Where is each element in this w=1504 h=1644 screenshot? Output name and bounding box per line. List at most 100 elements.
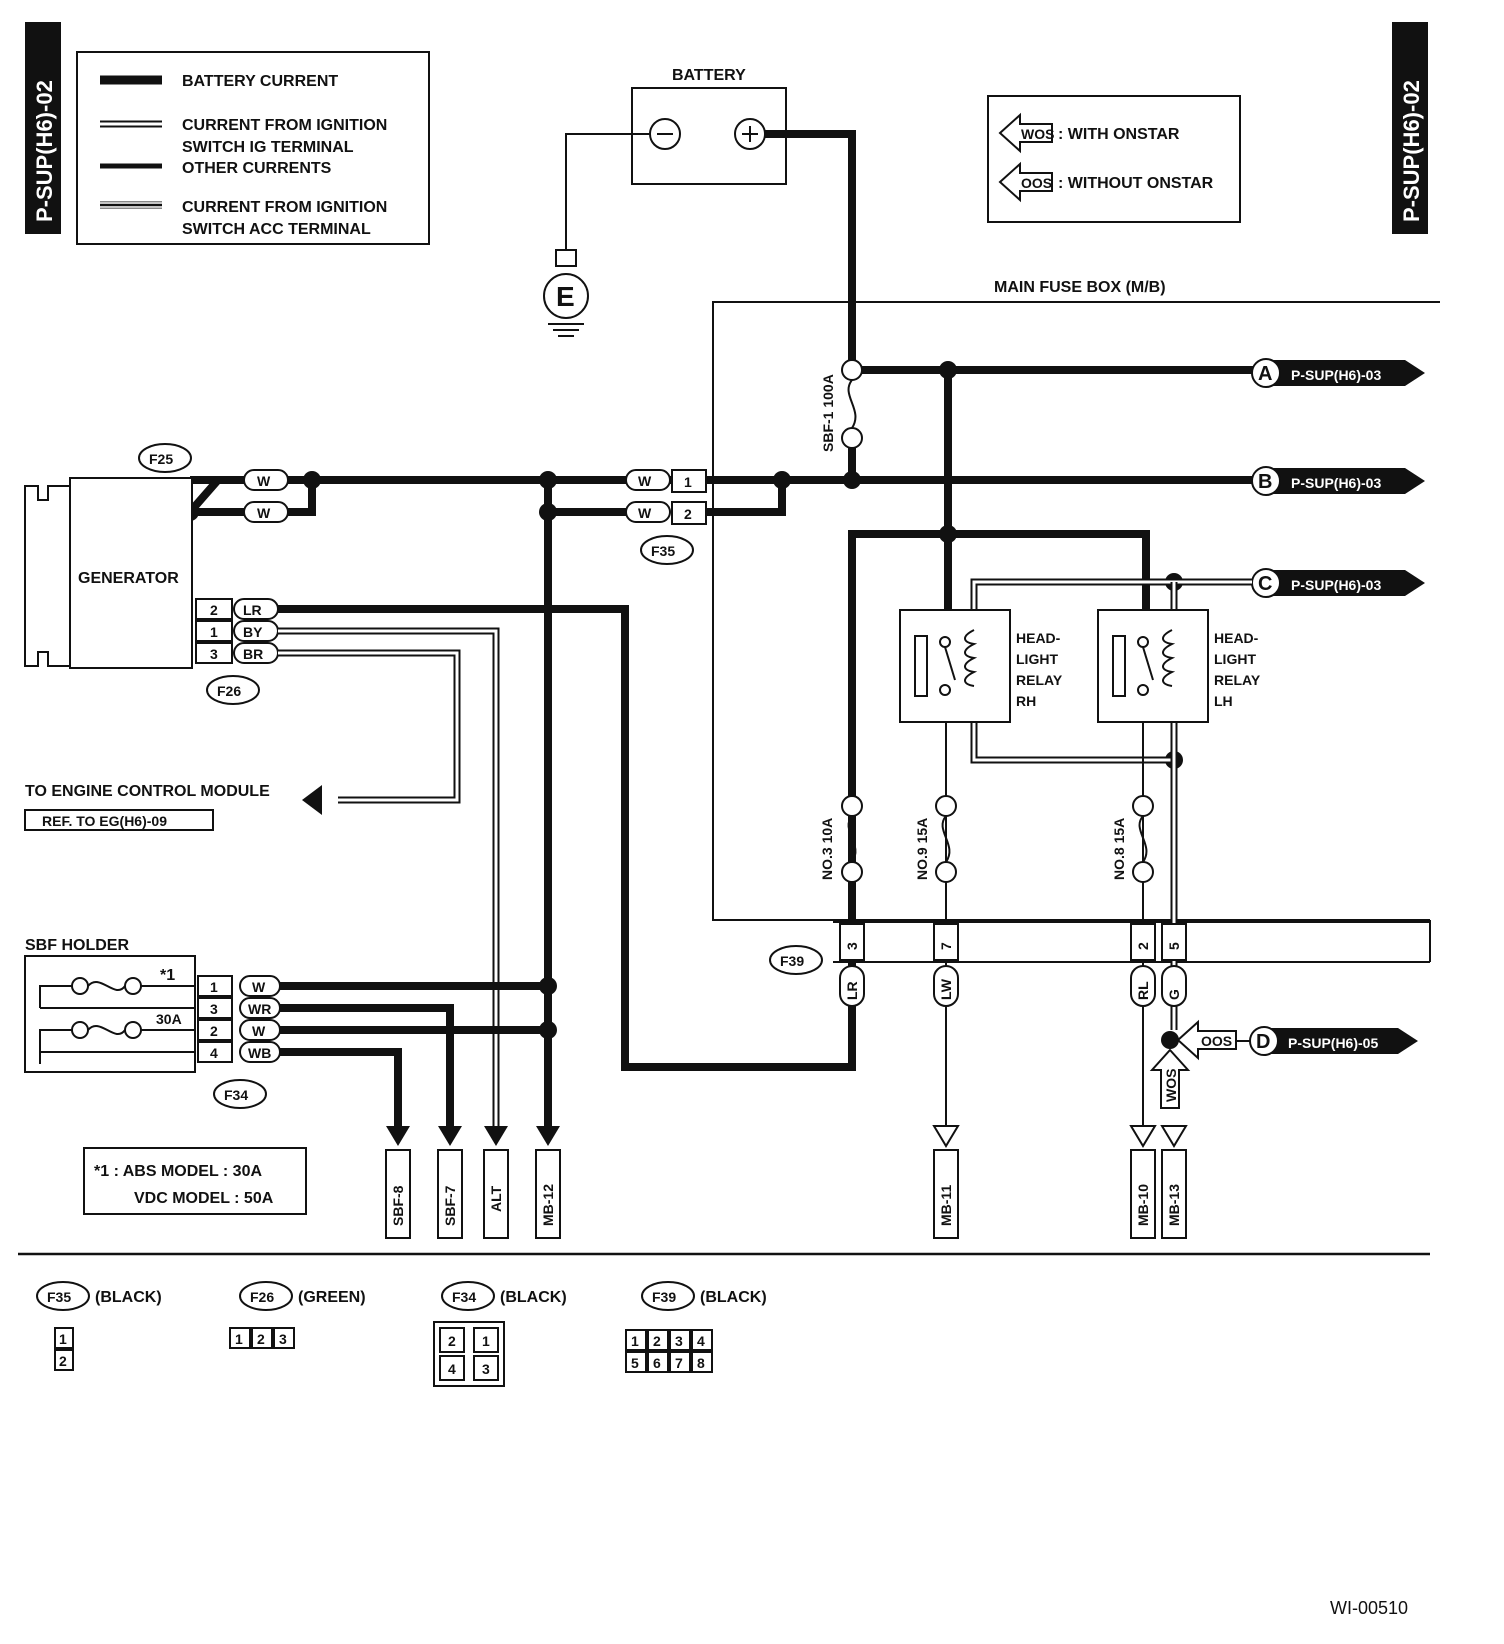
connector-legend-f39: F39 (BLACK) 1 2 3 4 5 6 7 8 bbox=[625, 1281, 767, 1373]
svg-text:W: W bbox=[638, 505, 652, 521]
svg-text:2: 2 bbox=[59, 1353, 67, 1369]
svg-text:WOS: WOS bbox=[1163, 1069, 1179, 1102]
svg-text:HEAD-: HEAD- bbox=[1016, 630, 1061, 646]
terminal-mb10: MB-10 bbox=[1130, 1149, 1156, 1239]
svg-text:1: 1 bbox=[210, 979, 218, 995]
terminal-sbf7: SBF-7 bbox=[437, 1149, 463, 1239]
svg-text:5: 5 bbox=[631, 1355, 639, 1371]
f25-wire-2: W bbox=[243, 501, 289, 523]
svg-text:P-SUP(H6)-03: P-SUP(H6)-03 bbox=[1291, 475, 1381, 491]
fuse-no9: NO.9 15A bbox=[914, 795, 957, 883]
terminal-mb11: MB-11 bbox=[933, 1149, 959, 1239]
svg-text:8: 8 bbox=[697, 1355, 705, 1371]
ecm-reference[interactable]: TO ENGINE CONTROL MODULE REF. TO EG(H6)-… bbox=[24, 783, 270, 831]
svg-text:CURRENT FROM IGNITION: CURRENT FROM IGNITION bbox=[182, 117, 387, 134]
svg-text:RL: RL bbox=[1135, 981, 1151, 1000]
svg-text:LW: LW bbox=[938, 978, 954, 1000]
terminal-sbf8: SBF-8 bbox=[385, 1149, 411, 1239]
svg-text:P-SUP(H6)-03: P-SUP(H6)-03 bbox=[1291, 367, 1381, 383]
svg-text:*1 : ABS MODEL : 30A: *1 : ABS MODEL : 30A bbox=[94, 1163, 262, 1180]
connector-legend-f34: F34 (BLACK) 2 1 4 3 bbox=[433, 1281, 567, 1387]
svg-text:NO.3 10A: NO.3 10A bbox=[819, 818, 835, 880]
svg-text:LIGHT: LIGHT bbox=[1016, 651, 1058, 667]
fuse-no3: NO.3 10A bbox=[819, 795, 863, 883]
svg-text:D: D bbox=[1256, 1031, 1270, 1053]
generator: GENERATOR F25 bbox=[24, 443, 193, 669]
svg-text:6: 6 bbox=[653, 1355, 661, 1371]
f35-connector: W W 1 2 F35 bbox=[625, 469, 707, 565]
svg-text:LIGHT: LIGHT bbox=[1214, 651, 1256, 667]
ref-arrow-d[interactable]: D P-SUP(H6)-05 bbox=[1249, 1026, 1418, 1056]
ref-arrow-a[interactable]: A P-SUP(H6)-03 bbox=[1251, 358, 1425, 388]
svg-text:W: W bbox=[638, 473, 652, 489]
page-code-right[interactable]: P-SUP(H6)-02 bbox=[1392, 22, 1428, 234]
svg-text:1: 1 bbox=[631, 1333, 639, 1349]
svg-text:W: W bbox=[257, 505, 271, 521]
svg-text:F26: F26 bbox=[217, 683, 241, 699]
svg-text:OOS: OOS bbox=[1021, 175, 1052, 191]
svg-text:LR: LR bbox=[243, 602, 262, 618]
svg-text:2: 2 bbox=[210, 602, 218, 618]
svg-text:P-SUP(H6)-02: P-SUP(H6)-02 bbox=[1399, 80, 1424, 222]
svg-text:1: 1 bbox=[482, 1333, 490, 1349]
svg-text:SBF HOLDER: SBF HOLDER bbox=[25, 937, 129, 954]
svg-text:SBF-7: SBF-7 bbox=[442, 1185, 458, 1226]
svg-text:(BLACK): (BLACK) bbox=[700, 1289, 767, 1306]
svg-text:P-SUP(H6)-02: P-SUP(H6)-02 bbox=[32, 80, 57, 222]
svg-text:3: 3 bbox=[844, 942, 860, 950]
ref-arrow-c[interactable]: C P-SUP(H6)-03 bbox=[1251, 568, 1425, 598]
battery: BATTERY bbox=[631, 67, 787, 185]
svg-text:7: 7 bbox=[938, 942, 954, 950]
svg-text:WOS: WOS bbox=[1021, 126, 1054, 142]
svg-text:MB-11: MB-11 bbox=[938, 1185, 954, 1226]
model-note: *1 : ABS MODEL : 30A VDC MODEL : 50A bbox=[83, 1147, 307, 1215]
svg-text:HEAD-: HEAD- bbox=[1214, 630, 1259, 646]
svg-text:REF. TO EG(H6)-09: REF. TO EG(H6)-09 bbox=[42, 813, 167, 829]
oos-tag: OOS bbox=[1176, 1019, 1250, 1061]
fuse-sbf1: SBF-1 100A bbox=[820, 359, 863, 452]
svg-text:2: 2 bbox=[210, 1023, 218, 1039]
svg-text:NO.9 15A: NO.9 15A bbox=[914, 818, 930, 880]
svg-text:4: 4 bbox=[210, 1045, 218, 1061]
svg-text:2: 2 bbox=[257, 1331, 265, 1347]
terminal-alt: ALT bbox=[483, 1149, 509, 1239]
svg-text:W: W bbox=[257, 473, 271, 489]
svg-text:OTHER CURRENTS: OTHER CURRENTS bbox=[182, 160, 332, 177]
svg-text:TO ENGINE CONTROL MODULE: TO ENGINE CONTROL MODULE bbox=[25, 783, 270, 800]
ground-terminal bbox=[555, 249, 577, 267]
svg-text:MB-13: MB-13 bbox=[1166, 1184, 1182, 1226]
svg-text:*1: *1 bbox=[160, 967, 175, 984]
svg-text:BATTERY CURRENT: BATTERY CURRENT bbox=[182, 73, 338, 90]
onstar-legend: WOS : WITH ONSTAR OOS : WITHOUT ONSTAR bbox=[987, 95, 1241, 223]
svg-text:7: 7 bbox=[675, 1355, 683, 1371]
svg-text:: WITHOUT ONSTAR: : WITHOUT ONSTAR bbox=[1058, 175, 1214, 192]
svg-text:BATTERY: BATTERY bbox=[672, 67, 746, 84]
svg-text:B: B bbox=[1258, 471, 1272, 493]
ref-arrow-b[interactable]: B P-SUP(H6)-03 bbox=[1251, 466, 1425, 496]
f26-connector: 2 1 3 LR BY BR F26 bbox=[195, 598, 279, 705]
svg-text:3: 3 bbox=[279, 1331, 287, 1347]
svg-text:F35: F35 bbox=[47, 1289, 71, 1305]
svg-text:CURRENT FROM IGNITION: CURRENT FROM IGNITION bbox=[182, 199, 387, 216]
svg-text:W: W bbox=[252, 1023, 266, 1039]
svg-text:P-SUP(H6)-05: P-SUP(H6)-05 bbox=[1288, 1035, 1378, 1051]
fuse-no8: NO.8 15A bbox=[1111, 795, 1154, 883]
svg-text:A: A bbox=[1258, 363, 1272, 385]
svg-text:4: 4 bbox=[448, 1361, 456, 1377]
connector-legend-f26: F26 (GREEN) 1 2 3 bbox=[229, 1281, 366, 1349]
page-code-left[interactable]: P-SUP(H6)-02 bbox=[25, 22, 61, 234]
svg-text:F34: F34 bbox=[224, 1087, 248, 1103]
svg-text:3: 3 bbox=[482, 1361, 490, 1377]
main-fuse-box-outline bbox=[712, 301, 1440, 921]
svg-text:RH: RH bbox=[1016, 693, 1036, 709]
svg-text:OOS: OOS bbox=[1201, 1033, 1232, 1049]
svg-text:5: 5 bbox=[1166, 942, 1182, 950]
svg-text:3: 3 bbox=[210, 646, 218, 662]
svg-text:BY: BY bbox=[243, 624, 263, 640]
svg-text:MB-10: MB-10 bbox=[1135, 1184, 1151, 1226]
svg-text:(BLACK): (BLACK) bbox=[500, 1289, 567, 1306]
svg-text:RELAY: RELAY bbox=[1016, 672, 1063, 688]
svg-text:ALT: ALT bbox=[488, 1185, 504, 1212]
svg-text:2: 2 bbox=[653, 1333, 661, 1349]
svg-text:F39: F39 bbox=[652, 1289, 676, 1305]
